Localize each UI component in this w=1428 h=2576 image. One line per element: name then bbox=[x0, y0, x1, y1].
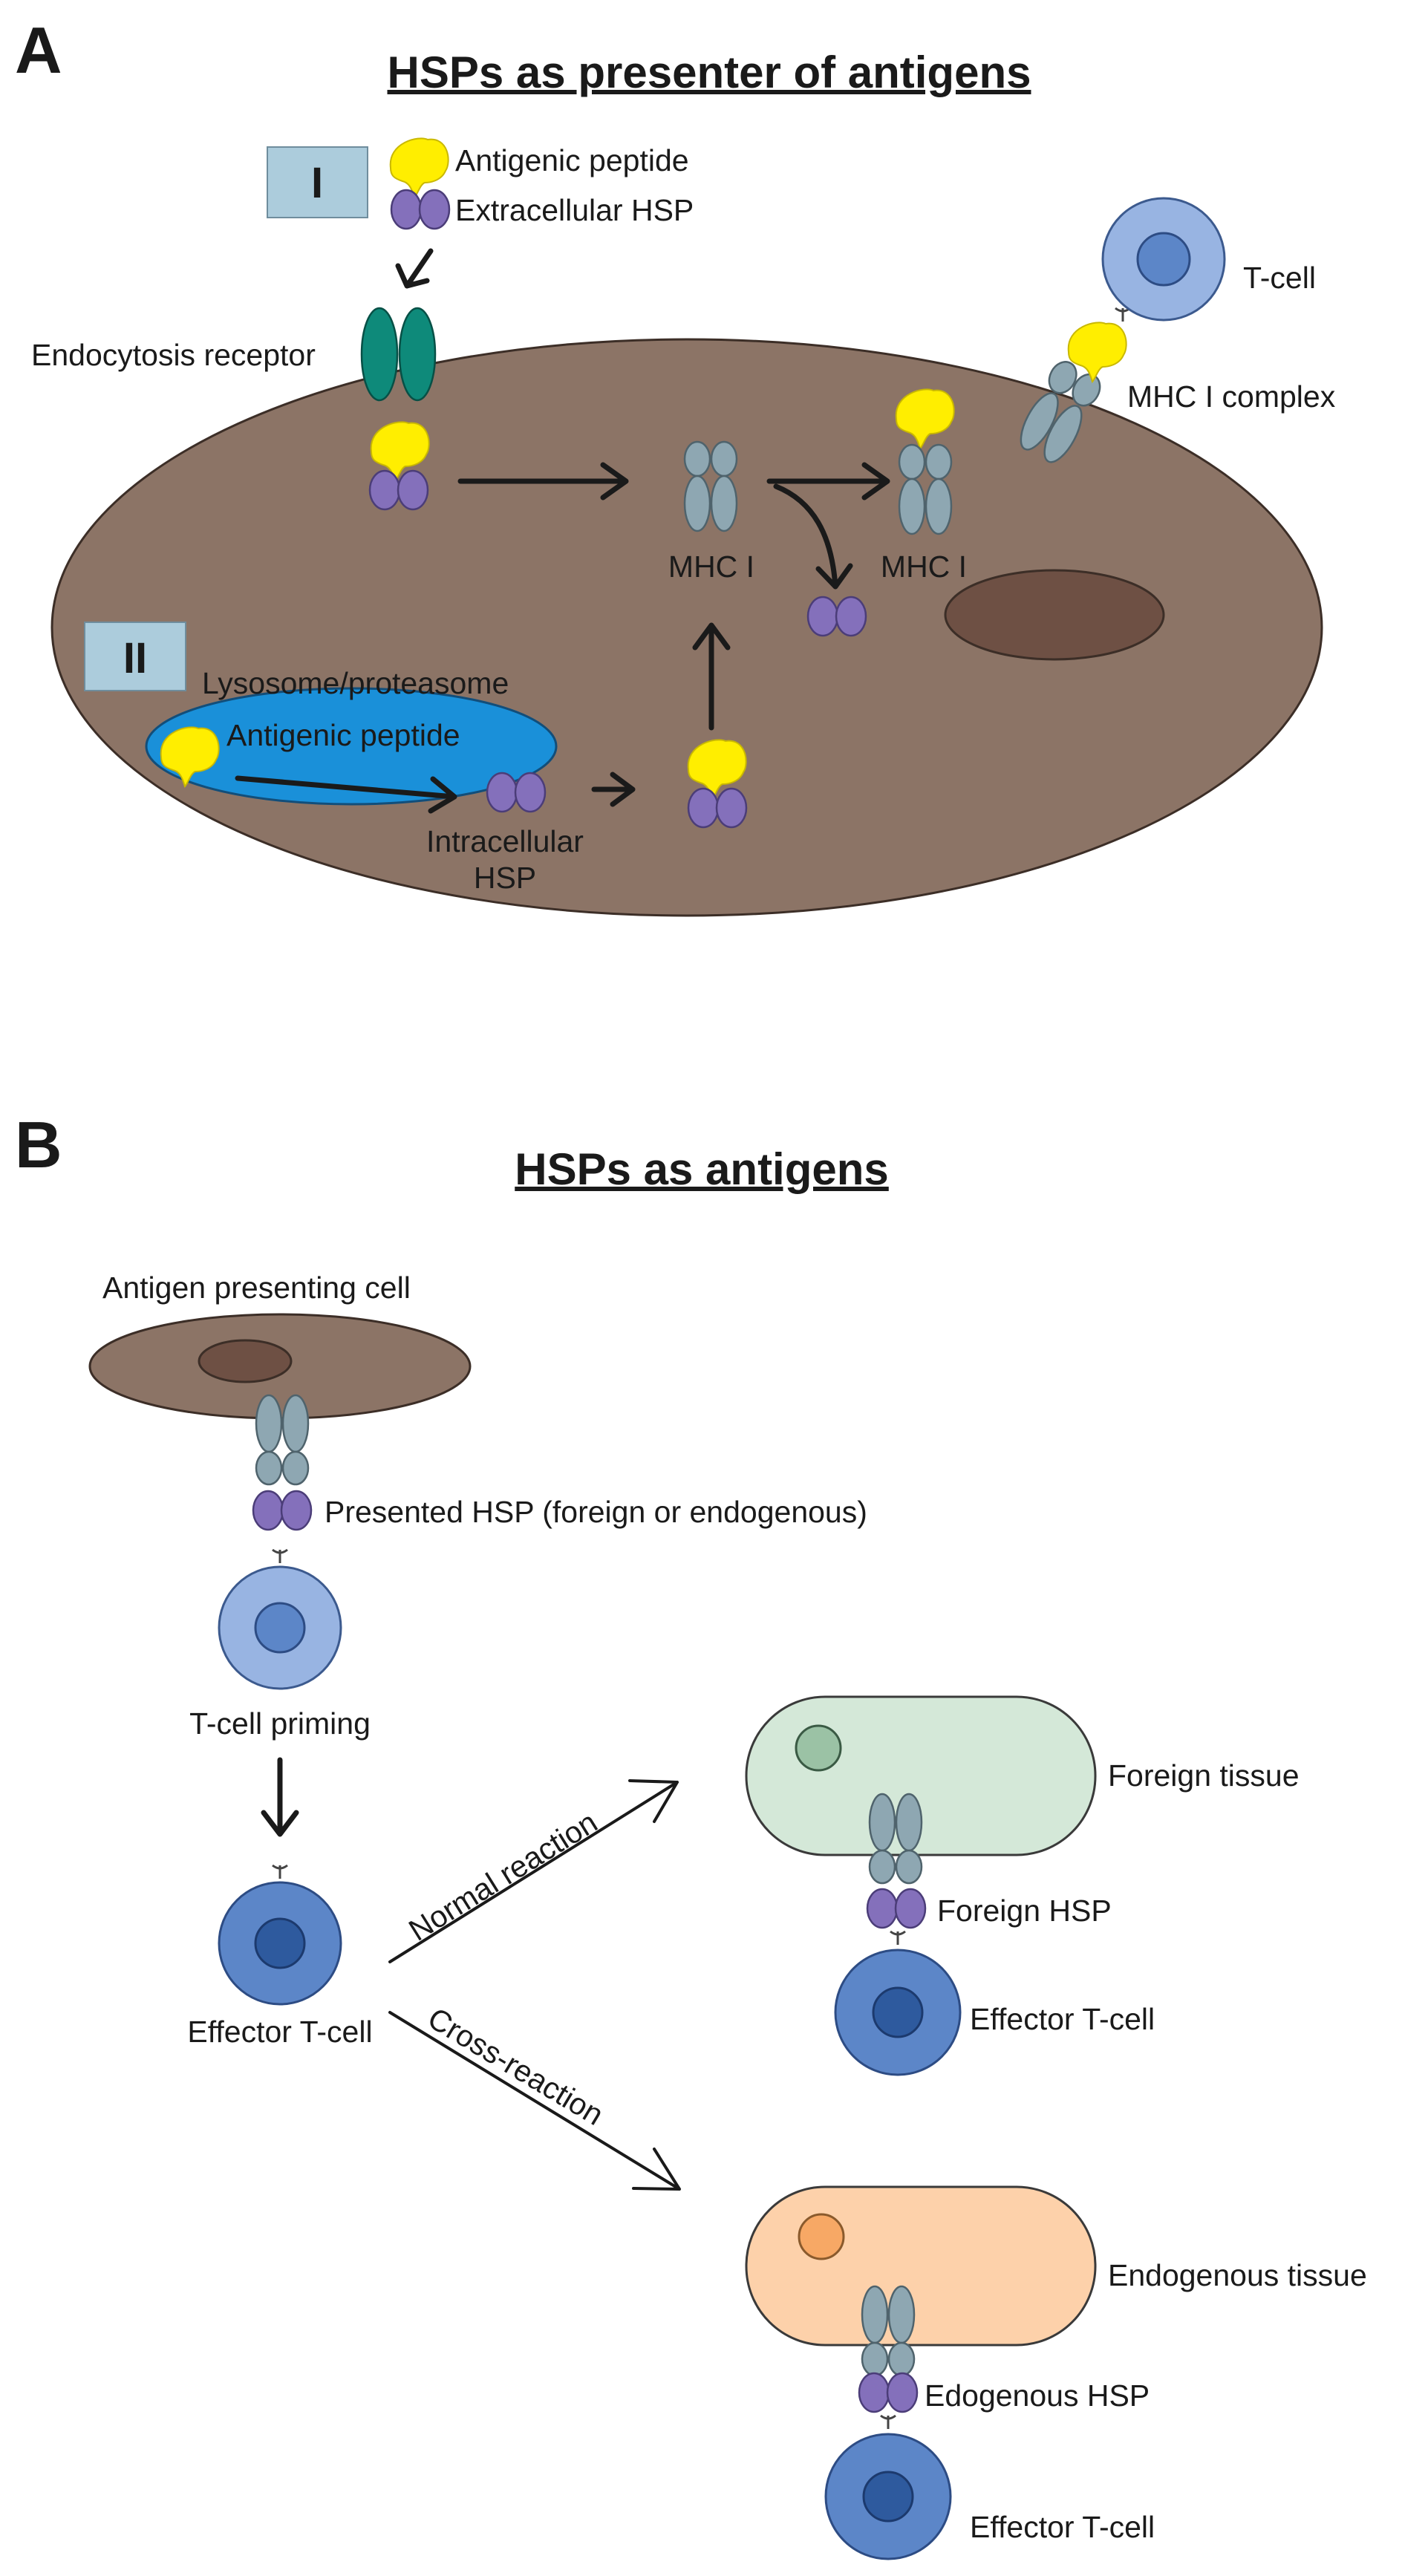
label-endocytosis-receptor: Endocytosis receptor bbox=[31, 338, 316, 372]
presented-hsp-icon bbox=[252, 1490, 313, 1531]
arrow-lysosome bbox=[235, 775, 457, 814]
arrow-hsp-release bbox=[773, 483, 853, 590]
label-cross-reaction: Cross-reaction bbox=[422, 2001, 609, 2132]
effector-t-cell-endogenous bbox=[824, 2414, 952, 2560]
arrow-to-mhc bbox=[457, 462, 629, 500]
panel-a-title: HSPs as presenter of antigens bbox=[388, 48, 1031, 97]
pathway-i-box bbox=[267, 146, 368, 218]
apc-nucleus bbox=[198, 1339, 293, 1383]
endogenous-tissue-nucleus bbox=[798, 2213, 845, 2260]
arrow-cross-reaction bbox=[388, 2011, 681, 2191]
label-effector-t-cell-b: Effector T-cell bbox=[187, 2015, 372, 2049]
legend-antigenic-peptide: Antigenic peptide bbox=[455, 143, 689, 177]
endogenous-tissue bbox=[745, 2185, 1097, 2347]
t-cell-priming-cell bbox=[218, 1548, 342, 1690]
label-mhc-i-right: MHC I bbox=[881, 550, 967, 584]
pathway-ii-label: II bbox=[123, 634, 147, 682]
label-t-cell-priming: T-cell priming bbox=[189, 1706, 371, 1741]
foreign-hsp-icon bbox=[866, 1888, 927, 1929]
effector-t-cell-foreign bbox=[834, 1930, 962, 2076]
label-mhc-i-complex: MHC I complex bbox=[1127, 379, 1336, 414]
label-effector-t-cell-foreign: Effector T-cell bbox=[970, 2002, 1155, 2036]
panel-a: A HSPs as presenter of antigens I II Ant… bbox=[15, 13, 1336, 917]
arrow-to-complex-ii bbox=[591, 772, 636, 807]
legend-peptide-icon bbox=[389, 137, 449, 198]
arrow-to-loaded-mhc bbox=[766, 462, 890, 500]
label-effector-t-cell-endogenous: Effector T-cell bbox=[970, 2510, 1155, 2544]
label-antigenic-peptide-inner: Antigenic peptide bbox=[226, 718, 460, 752]
arrow-up-to-mhc bbox=[692, 622, 731, 731]
label-presented-hsp: Presented HSP (foreign or endogenous) bbox=[325, 1495, 867, 1529]
arrow-normal-reaction bbox=[388, 1779, 679, 1963]
panel-b: B HSPs as antigens Antigen presenting ce… bbox=[15, 1108, 1367, 2560]
t-cell-a bbox=[1101, 197, 1226, 323]
arrow-priming bbox=[261, 1757, 299, 1837]
lysosome bbox=[145, 687, 558, 806]
surface-mhc-complex bbox=[1020, 361, 1101, 463]
label-normal-reaction: Normal reaction bbox=[402, 1804, 603, 1947]
effector-t-cell-b bbox=[218, 1864, 342, 2006]
panel-b-letter: B bbox=[15, 1108, 62, 1181]
foreign-tissue-nucleus bbox=[795, 1724, 842, 1772]
label-apc: Antigen presenting cell bbox=[102, 1271, 411, 1305]
legend-extracellular-hsp: Extracellular HSP bbox=[455, 193, 694, 227]
label-endogenous-tissue: Endogenous tissue bbox=[1108, 2258, 1367, 2292]
cell-nucleus bbox=[944, 569, 1165, 661]
pathway-i-label: I bbox=[311, 159, 323, 207]
arrow-to-receptor bbox=[395, 248, 434, 289]
label-endogenous-hsp: Edogenous HSP bbox=[925, 2378, 1150, 2413]
panel-b-title: HSPs as antigens bbox=[515, 1144, 889, 1194]
pathway-ii-box bbox=[84, 622, 186, 691]
endocytosis-receptor bbox=[360, 307, 437, 402]
label-intracellular-1: Intracellular bbox=[426, 824, 584, 858]
legend-hsp-icon bbox=[390, 189, 451, 230]
label-intracellular-2: HSP bbox=[474, 861, 536, 895]
panel-a-letter: A bbox=[15, 13, 62, 87]
label-t-cell-a: T-cell bbox=[1243, 261, 1316, 295]
label-mhc-i-left: MHC I bbox=[668, 550, 754, 584]
label-lysosome: Lysosome/proteasome bbox=[202, 666, 509, 700]
endogenous-hsp-icon bbox=[858, 2372, 919, 2413]
label-foreign-hsp: Foreign HSP bbox=[937, 1894, 1112, 1928]
label-foreign-tissue: Foreign tissue bbox=[1108, 1758, 1300, 1793]
